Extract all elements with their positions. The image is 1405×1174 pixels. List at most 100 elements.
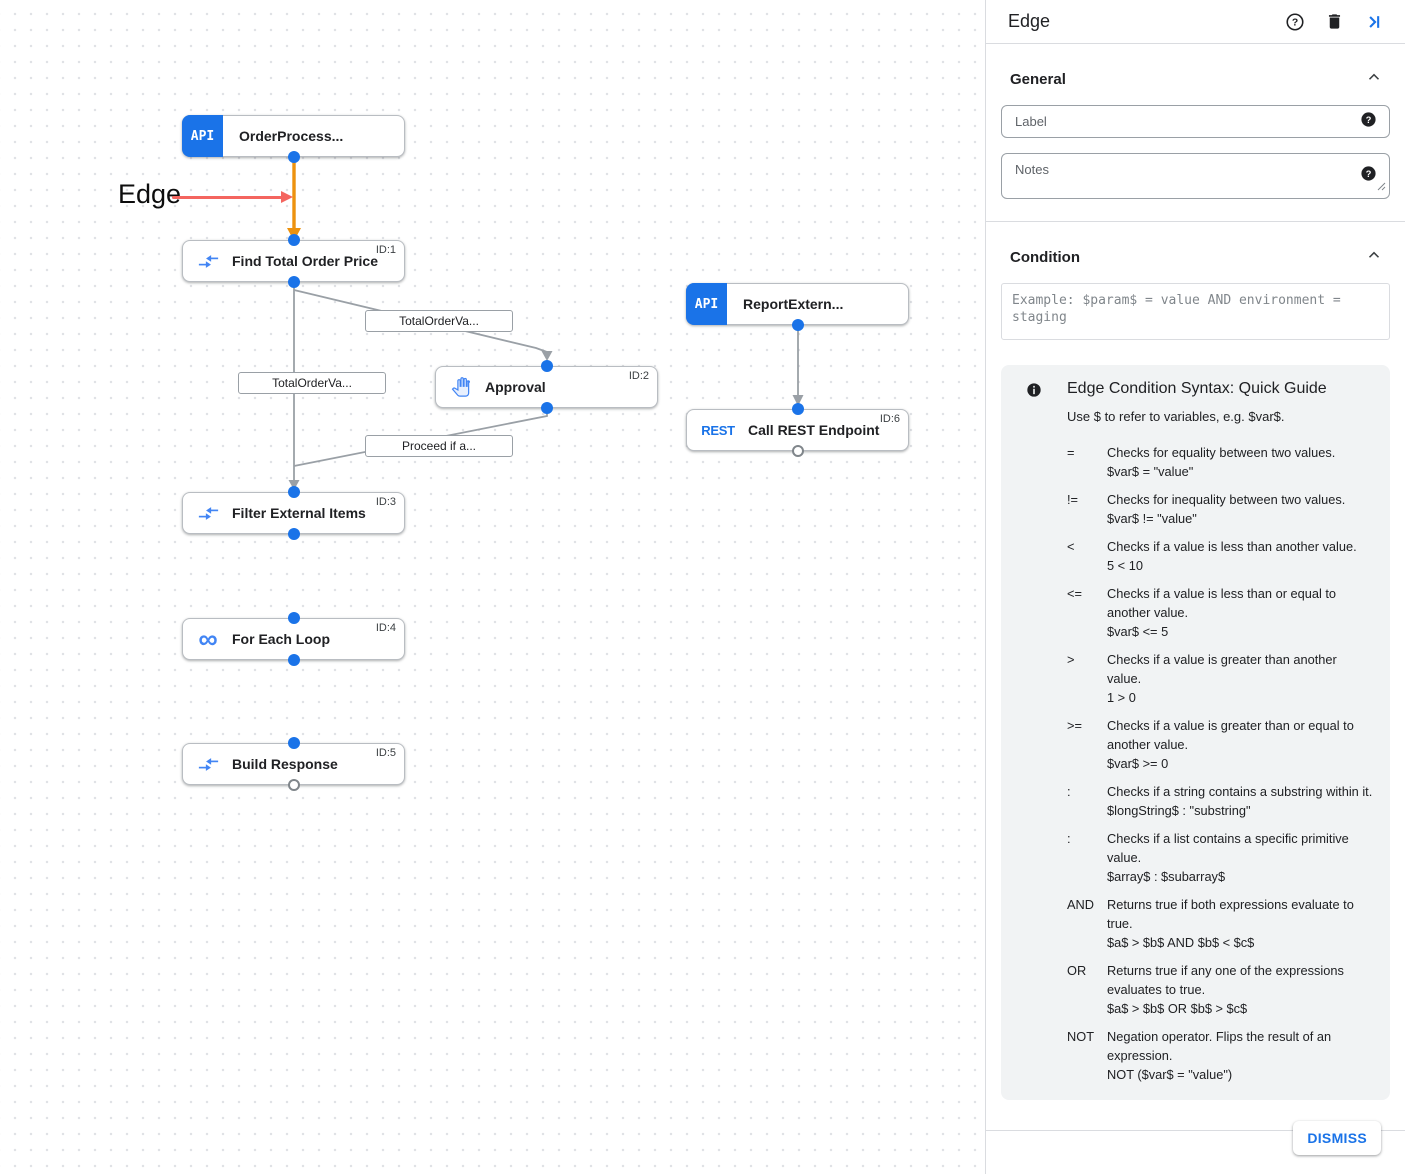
- edges-layer: [287, 158, 804, 490]
- delete-icon[interactable]: [1324, 12, 1344, 32]
- condition-input[interactable]: [1002, 284, 1389, 339]
- node-call-rest-endpoint[interactable]: ID:6 REST Call REST Endpoint: [686, 403, 909, 457]
- collapse-panel-icon[interactable]: [1363, 12, 1383, 32]
- node-orderprocess-trigger[interactable]: API OrderProcess...: [182, 115, 405, 163]
- guide-desc: Returns true if both expressions evaluat…: [1107, 897, 1354, 931]
- guide-example: 1 > 0: [1107, 690, 1136, 705]
- node-reportextern-trigger[interactable]: API ReportExtern...: [686, 283, 909, 331]
- guide-row: = Checks for equality between two values…: [1067, 443, 1374, 481]
- api-badge-text: API: [190, 128, 215, 144]
- guide-desc: Checks if a value is greater than or equ…: [1107, 718, 1354, 752]
- node-title: Build Response: [232, 756, 338, 772]
- dismiss-button[interactable]: DISMISS: [1293, 1121, 1381, 1155]
- api-badge-text: API: [694, 296, 719, 312]
- guide-row: OR Returns true if any one of the expres…: [1067, 961, 1374, 1018]
- guide-example: $longString$ : "substring": [1107, 803, 1251, 818]
- panel-title: Edge: [1008, 11, 1051, 31]
- guide-operator: >=: [1067, 718, 1082, 733]
- condition-section-header[interactable]: Condition: [1010, 246, 1389, 269]
- guide-row: : Checks if a string contains a substrin…: [1067, 782, 1374, 820]
- node-id-badge: ID:5: [375, 747, 396, 759]
- input-port[interactable]: [287, 612, 300, 624]
- guide-title: Edge Condition Syntax: Quick Guide: [1067, 380, 1327, 397]
- node-id-badge: ID:6: [879, 413, 900, 425]
- guide-example: $var$ <= 5: [1107, 624, 1169, 639]
- input-port[interactable]: [287, 737, 300, 749]
- notes-help-icon[interactable]: ?: [1360, 165, 1377, 187]
- label-help-icon[interactable]: ?: [1360, 111, 1377, 133]
- node-filter-external-items[interactable]: ID:3 Filter External Items: [182, 486, 405, 540]
- guide-example: $var$ = "value": [1107, 464, 1194, 479]
- help-icon[interactable]: ?: [1285, 12, 1305, 32]
- rest-task-icon: REST: [701, 419, 735, 441]
- general-section-header[interactable]: General: [1010, 68, 1389, 91]
- node-for-each-loop[interactable]: ID:4 ∞ For Each Loop: [182, 612, 405, 666]
- edge-annotation-arrowhead: [281, 191, 293, 203]
- guide-desc: Negation operator. Flips the result of a…: [1107, 1029, 1332, 1063]
- general-section-title: General: [1010, 71, 1066, 88]
- guide-operator: =: [1067, 445, 1075, 460]
- guide-desc: Checks if a list contains a specific pri…: [1107, 831, 1349, 865]
- guide-subtitle: Use $ to refer to variables, e.g. $var$.: [1067, 409, 1285, 424]
- output-port[interactable]: [540, 402, 553, 414]
- condition-syntax-guide: Edge Condition Syntax: Quick Guide Use $…: [1001, 365, 1390, 1100]
- label-field-container: ?: [1001, 105, 1390, 138]
- data-mapping-icon: [197, 250, 219, 272]
- guide-row: AND Returns true if both expressions eva…: [1067, 895, 1374, 952]
- guide-operator: :: [1067, 831, 1071, 846]
- guide-row: <= Checks if a value is less than or equ…: [1067, 584, 1374, 641]
- flow-canvas[interactable]: Edge API OrderProcess... ID:1 Find Total…: [0, 0, 985, 1174]
- data-mapping-icon: [197, 502, 219, 524]
- guide-example: $array$ : $subarray$: [1107, 869, 1226, 884]
- guide-desc: Returns true if any one of the expressio…: [1107, 963, 1344, 997]
- guide-desc: Checks for equality between two values.: [1107, 445, 1336, 460]
- node-id-badge: ID:3: [375, 496, 396, 508]
- node-title: Find Total Order Price: [232, 253, 378, 269]
- guide-example: 5 < 10: [1107, 558, 1143, 573]
- svg-text:?: ?: [1292, 17, 1298, 28]
- edge-label-totalorderva-1[interactable]: TotalOrderVa...: [365, 310, 513, 332]
- notes-field-container: ?: [1001, 153, 1390, 199]
- output-port-empty[interactable]: [287, 779, 300, 791]
- notes-input[interactable]: [1002, 154, 1389, 198]
- guide-operator: <: [1067, 539, 1075, 554]
- input-port[interactable]: [540, 360, 553, 372]
- guide-row: != Checks for inequality between two val…: [1067, 490, 1374, 528]
- output-port[interactable]: [791, 319, 804, 331]
- input-port[interactable]: [791, 403, 804, 415]
- guide-row: >= Checks if a value is greater than or …: [1067, 716, 1374, 773]
- node-approval[interactable]: ID:2 Approval: [435, 360, 658, 414]
- input-port[interactable]: [287, 486, 300, 498]
- rest-badge-text: REST: [701, 422, 735, 438]
- guide-operator: AND: [1067, 897, 1095, 912]
- label-input[interactable]: [1002, 106, 1389, 137]
- node-find-total-order-price[interactable]: ID:1 Find Total Order Price: [182, 234, 405, 288]
- guide-operator: >: [1067, 652, 1075, 667]
- data-mapping-icon: [197, 753, 219, 775]
- edge-annotation-arrow: [172, 196, 282, 199]
- node-build-response[interactable]: ID:5 Build Response: [182, 737, 405, 791]
- output-port[interactable]: [287, 276, 300, 288]
- output-port[interactable]: [287, 528, 300, 540]
- guide-operator: :: [1067, 784, 1071, 799]
- guide-desc: Checks if a value is greater than anothe…: [1107, 652, 1337, 686]
- node-title: For Each Loop: [232, 631, 330, 647]
- section-divider: [986, 221, 1405, 222]
- output-port[interactable]: [287, 654, 300, 666]
- panel-header: Edge ?: [986, 0, 1405, 44]
- svg-text:?: ?: [1366, 114, 1372, 124]
- output-port-empty[interactable]: [791, 445, 804, 457]
- node-title: Call REST Endpoint: [748, 422, 880, 438]
- edge-report-to-rest[interactable]: [792, 325, 804, 406]
- edge-label-proceed-if[interactable]: Proceed if a...: [365, 435, 513, 457]
- node-title: OrderProcess...: [239, 128, 344, 144]
- svg-text:?: ?: [1366, 169, 1372, 179]
- edge-label-totalorderva-2[interactable]: TotalOrderVa...: [238, 372, 386, 394]
- chevron-up-icon[interactable]: [1365, 246, 1383, 269]
- chevron-up-icon[interactable]: [1365, 68, 1383, 91]
- api-trigger-icon: API: [182, 115, 223, 157]
- output-port[interactable]: [287, 151, 300, 163]
- guide-example: $a$ > $b$ OR $b$ > $c$: [1107, 1001, 1248, 1016]
- input-port[interactable]: [287, 234, 300, 246]
- textarea-resize-handle[interactable]: [1376, 178, 1386, 196]
